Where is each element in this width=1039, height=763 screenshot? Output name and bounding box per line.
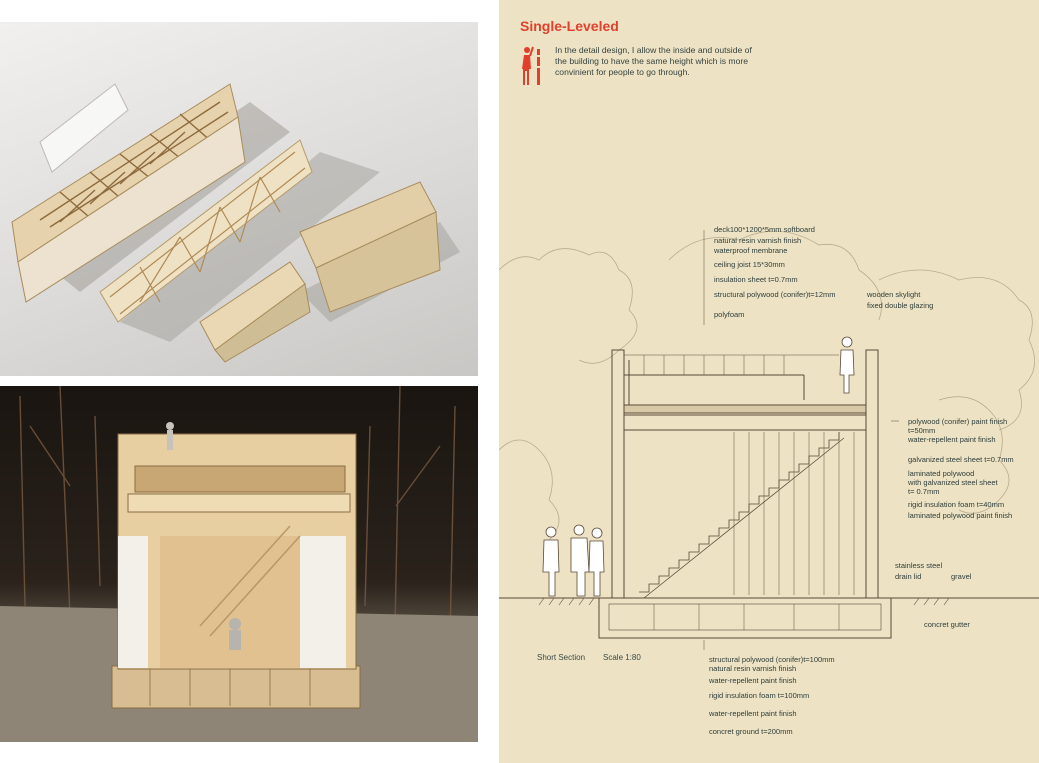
annotation-stainless-steel: stainless steel — [895, 561, 943, 570]
annotation-laminated-polywood: laminated polywood — [908, 469, 975, 478]
annotation-deck: deck100*1200*5mm softboard — [714, 225, 815, 234]
annotation-drain-lid: drain lid — [895, 572, 922, 581]
annotation-wall-thickness: t=50mm — [908, 426, 936, 435]
annotation-structural-polywood: structural polywood (conifer)t=12mm — [714, 290, 836, 299]
section-model-illustration — [0, 386, 478, 742]
section-name: Short Section — [537, 653, 586, 662]
annotation-floor-water-repellent: water-repellent paint finish — [709, 676, 797, 685]
annotation-concrete-ground: concret ground t=200mm — [709, 727, 793, 736]
annotation-floor-water-repellent-2: water-repellent paint finish — [709, 709, 797, 718]
annotation-floor-rigid-foam: rigid insulation foam t=100mm — [709, 691, 810, 700]
annotation-wooden-skylight: wooden skylight — [867, 290, 921, 299]
intro-paragraph: In the detail design, I allow the inside… — [555, 45, 752, 77]
annotation-water-repellent: water-repellent paint finish — [908, 435, 996, 444]
annotation-floor-structure: structural polywood (conifer)t=100mm — [709, 655, 835, 664]
annotation-galvanized-sheet: galvanized steel sheet t=0.7mm — [908, 455, 1014, 464]
detail-panel — [499, 0, 1039, 763]
modulor-figure-icon — [519, 45, 545, 87]
short-section-drawing — [499, 230, 1039, 650]
model-parts-illustration — [11, 83, 460, 363]
section-scale: Scale 1:80 — [603, 653, 641, 662]
annotation-laminated-steel: with galvanized steel sheet — [908, 478, 998, 487]
annotation-laminated-thickness: t= 0.7mm — [908, 487, 940, 496]
annotation-double-glazing: fixed double glazing — [867, 301, 934, 310]
annotation-varnish: natural resin varnish finish — [714, 236, 802, 245]
annotation-laminated-paint: laminated polywood paint finish — [908, 511, 1013, 520]
annotation-polyfoam: polyfoam — [714, 310, 745, 319]
annotation-rigid-foam-wall: rigid insulation foam t=40mm — [908, 500, 1005, 509]
annotation-floor-varnish: natural resin varnish finish — [709, 664, 797, 673]
annotation-membrane: waterproof membrane — [714, 246, 788, 255]
annotation-concrete-gutter: concret gutter — [924, 620, 970, 629]
annotation-ceiling-joist: ceiling joist 15*30mm — [714, 260, 785, 269]
annotation-insulation-sheet: insulation sheet t=0.7mm — [714, 275, 798, 284]
section-model-photo — [0, 386, 478, 742]
annotation-gravel: gravel — [951, 572, 972, 581]
model-parts-photo — [0, 22, 478, 376]
annotation-wall-paint: polywood (conifer) paint finish — [908, 417, 1008, 426]
page-title: Single-Leveled — [520, 18, 619, 34]
